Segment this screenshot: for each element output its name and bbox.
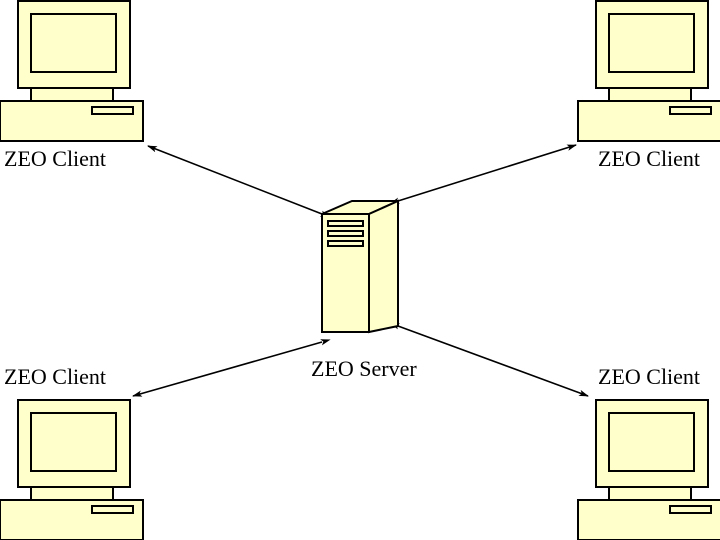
- desktop-computer-icon[interactable]: [577, 0, 720, 142]
- node-label-client-top-left: ZEO Client: [4, 146, 107, 171]
- connector-group: [132, 144, 589, 397]
- node-label-client-bottom-left: ZEO Client: [4, 364, 107, 389]
- link-server-to-bottom-right: [389, 322, 589, 397]
- node-label-client-top-right: ZEO Client: [598, 146, 701, 171]
- server-tower-icon[interactable]: [321, 199, 399, 334]
- desktop-computer-icon[interactable]: [0, 399, 144, 540]
- link-server-to-top-left: [147, 145, 331, 218]
- node-label-server-center: ZEO Server: [311, 356, 417, 381]
- desktop-computer-icon[interactable]: [0, 0, 144, 142]
- link-server-to-bottom-left: [132, 339, 331, 397]
- link-server-to-top-right: [389, 144, 577, 204]
- desktop-computer-icon[interactable]: [577, 399, 720, 540]
- node-label-client-bottom-right: ZEO Client: [598, 364, 701, 389]
